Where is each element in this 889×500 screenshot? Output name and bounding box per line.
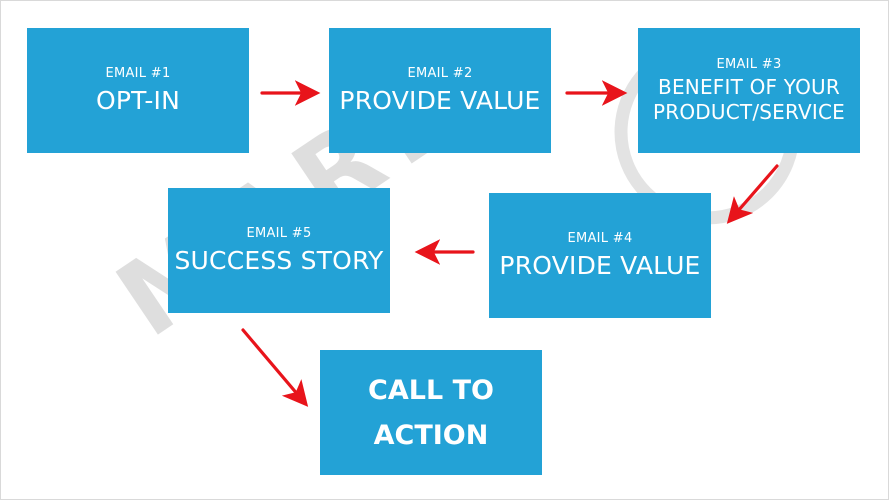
- step-title: PROVIDE VALUE: [339, 85, 541, 115]
- step-box-email-2: EMAIL #2 PROVIDE VALUE: [329, 28, 551, 153]
- step-number: EMAIL #1: [105, 65, 171, 81]
- step-number: EMAIL #3: [716, 56, 782, 72]
- step-box-email-1: EMAIL #1 OPT-IN: [27, 28, 249, 153]
- step-title: OPT-IN: [95, 85, 181, 115]
- step-number: EMAIL #2: [407, 65, 473, 81]
- step-number: EMAIL #4: [567, 230, 633, 246]
- step-title: PROVIDE VALUE: [499, 250, 701, 280]
- step-box-email-5: EMAIL #5 SUCCESS STORY: [168, 188, 390, 313]
- step-title: SUCCESS STORY: [174, 245, 384, 275]
- step-box-email-3: EMAIL #3 BENEFIT OF YOUR PRODUCT/SERVICE: [638, 28, 860, 153]
- step-title: BENEFIT OF YOUR PRODUCT/SERVICE: [653, 74, 845, 124]
- step-box-email-4: EMAIL #4 PROVIDE VALUE: [489, 193, 711, 318]
- call-to-action-box: CALL TO ACTION: [320, 350, 542, 475]
- step-number: EMAIL #5: [246, 225, 312, 241]
- call-to-action-title: CALL TO ACTION: [368, 374, 494, 451]
